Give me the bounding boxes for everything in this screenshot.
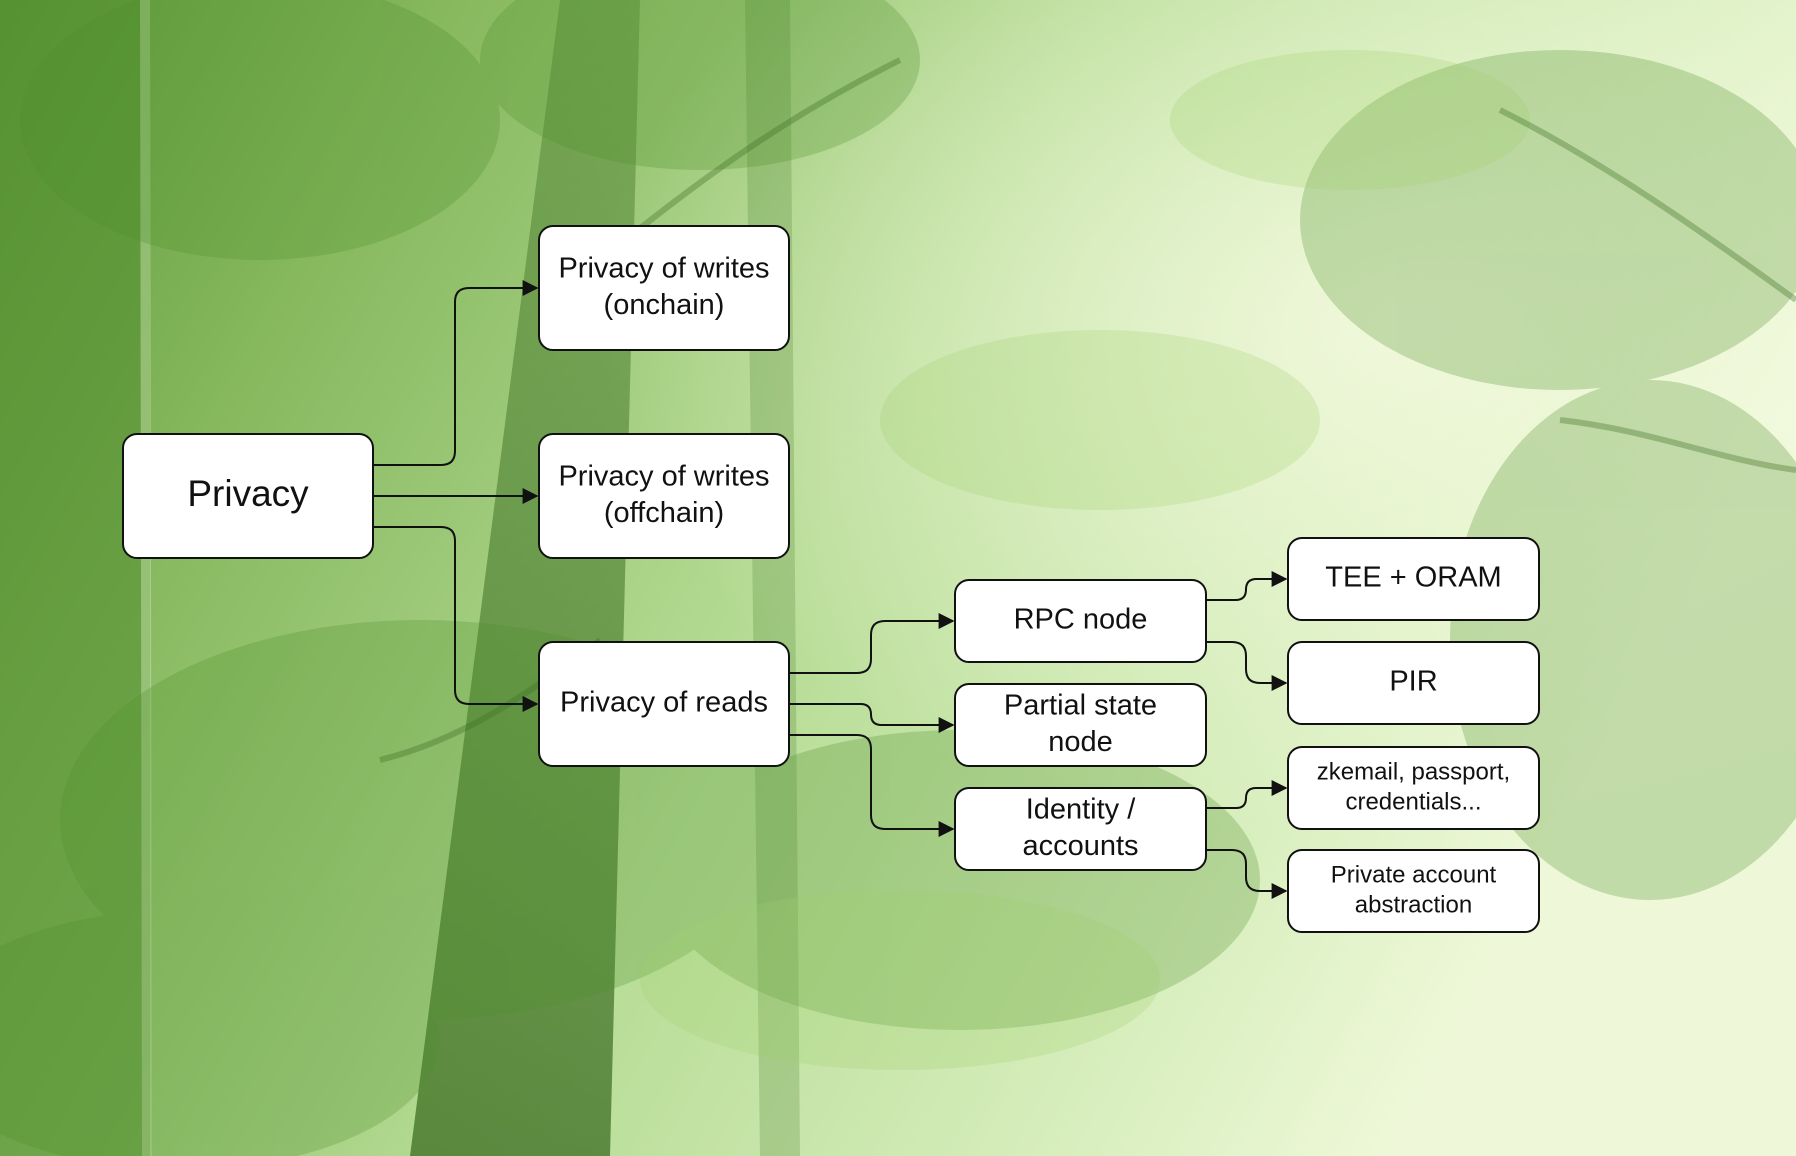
- node-label: Privacy of writes: [558, 461, 769, 493]
- node-partial-state: Partial state node: [954, 683, 1207, 767]
- node-label: Private account: [1331, 861, 1497, 888]
- node-box: [538, 433, 790, 559]
- node-label: RPC node: [1014, 604, 1148, 636]
- edge-identity-to-private_aa: [1206, 849, 1288, 899]
- node-label: Privacy of reads: [560, 687, 768, 719]
- node-label: Partial state: [1004, 690, 1157, 722]
- edges-layer: [373, 280, 1288, 899]
- node-label: zkemail, passport,: [1317, 758, 1510, 785]
- edge-privacy-to-reads: [373, 526, 539, 712]
- edge-reads-to-partial_state: [789, 703, 955, 733]
- node-tee-oram: TEE + ORAM: [1287, 537, 1540, 621]
- node-privacy: Privacy: [122, 433, 374, 559]
- node-writes-offchain: Privacy of writes (offchain): [538, 433, 790, 559]
- node-box: [1287, 746, 1540, 830]
- node-rpc-node: RPC node: [954, 579, 1207, 663]
- node-label: Privacy: [187, 473, 309, 514]
- edge-identity-to-zkemail: [1206, 780, 1288, 809]
- node-box: [538, 225, 790, 351]
- node-label: PIR: [1389, 666, 1437, 698]
- node-box: [122, 433, 374, 559]
- node-box: [954, 683, 1207, 767]
- node-box: [954, 787, 1207, 871]
- node-label: node: [1048, 726, 1113, 758]
- node-box: [538, 641, 790, 767]
- node-label: (offchain): [604, 497, 724, 529]
- node-pir: PIR: [1287, 641, 1540, 725]
- node-label: accounts: [1022, 830, 1138, 862]
- edge-rpc_node-to-tee_oram: [1206, 571, 1288, 601]
- node-box: [1287, 641, 1540, 725]
- node-box: [1287, 537, 1540, 621]
- node-label: (onchain): [604, 289, 725, 321]
- edge-privacy-to-writes_onchain: [373, 280, 539, 466]
- node-label: TEE + ORAM: [1325, 562, 1501, 594]
- node-private-aa: Private account abstraction: [1287, 849, 1540, 933]
- node-reads: Privacy of reads: [538, 641, 790, 767]
- edge-reads-to-identity: [789, 734, 955, 837]
- node-identity: Identity / accounts: [954, 787, 1207, 871]
- node-box: [1287, 849, 1540, 933]
- node-label: Privacy of writes: [558, 253, 769, 285]
- node-writes-onchain: Privacy of writes (onchain): [538, 225, 790, 351]
- edge-reads-to-rpc_node: [789, 613, 955, 674]
- node-label: Identity /: [1026, 794, 1137, 826]
- edge-rpc_node-to-pir: [1206, 641, 1288, 691]
- node-label: credentials...: [1345, 788, 1481, 815]
- node-box: [954, 579, 1207, 663]
- node-label: abstraction: [1355, 891, 1472, 918]
- node-zkemail: zkemail, passport, credentials...: [1287, 746, 1540, 830]
